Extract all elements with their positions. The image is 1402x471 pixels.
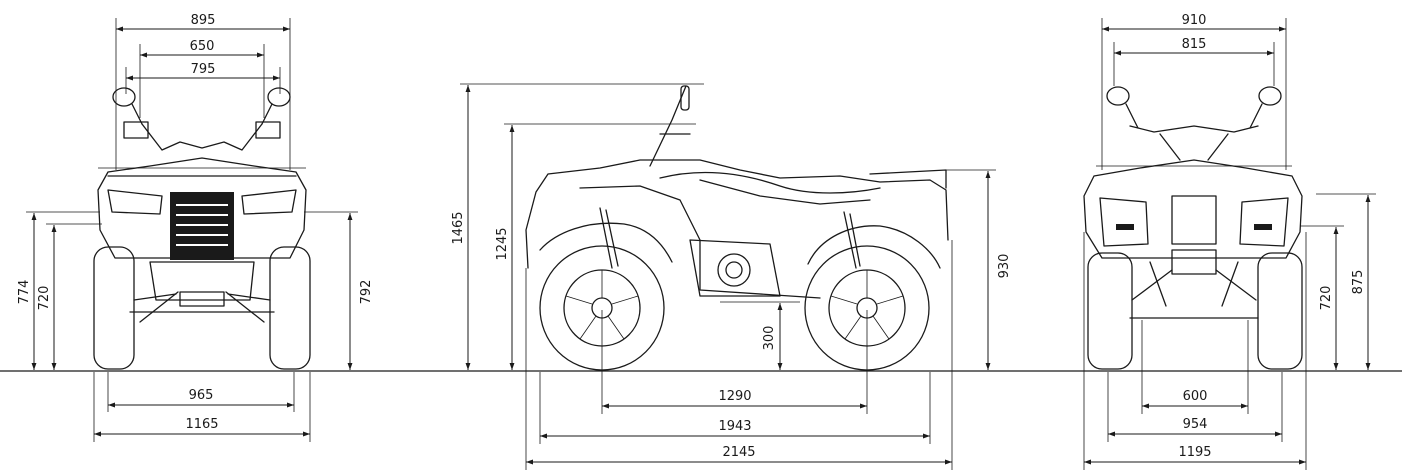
front-overall-width-label: 1165 [185, 417, 218, 432]
rear-view: 910 815 600 954 1195 720 875 [1083, 13, 1376, 470]
front-track-width-label: 965 [189, 388, 214, 403]
rear-overall-width-label: 1195 [1178, 445, 1211, 460]
front-width-top-label: 895 [191, 13, 216, 28]
side-handlebar-height-label: 1245 [495, 227, 510, 260]
side-overall-length-label: 2145 [722, 445, 755, 460]
side-atv-outline [525, 85, 949, 371]
front-headlight-height-label: 792 [359, 280, 374, 305]
side-body-length-label: 1943 [718, 419, 751, 434]
side-view: 1465 1245 930 300 1290 1943 2145 [451, 83, 1012, 470]
front-fender-height-label: 720 [37, 286, 52, 311]
rear-track-label: 600 [1183, 389, 1208, 404]
rear-taillight-height-label: 875 [1351, 270, 1366, 295]
rear-fender-height-label: 720 [1319, 286, 1334, 311]
side-overall-height-label: 1465 [451, 211, 466, 244]
rear-handlebar-span-label: 815 [1182, 37, 1207, 52]
front-rack-height-label: 774 [17, 280, 32, 305]
front-view: 895 650 795 965 1165 774 720 792 [17, 13, 374, 442]
front-atv-outline [93, 87, 311, 370]
side-rear-rack-height-label: 930 [997, 254, 1012, 279]
front-mirror-span-label: 795 [191, 62, 216, 77]
rear-atv-outline [1083, 86, 1303, 370]
rear-width-top-label: 910 [1182, 13, 1207, 28]
rear-axle-width-label: 954 [1183, 417, 1208, 432]
side-wheelbase-label: 1290 [718, 389, 751, 404]
side-ground-clearance-label: 300 [762, 326, 777, 351]
front-handlebar-grip-label: 650 [190, 39, 215, 54]
